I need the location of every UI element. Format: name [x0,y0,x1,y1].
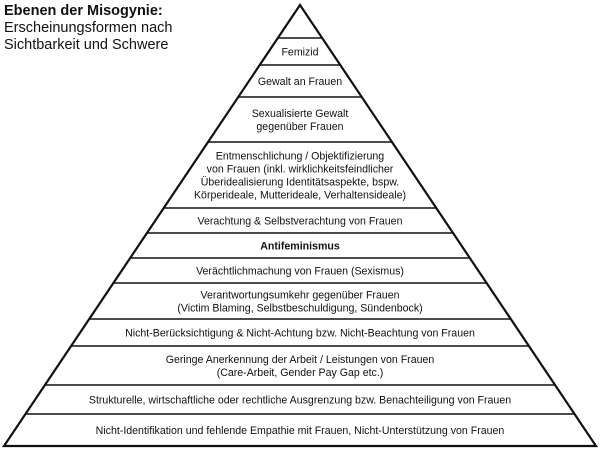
pyramid-level-2: Gewalt an Frauen [258,76,342,88]
pyramid-level-5: Verachtung & Selbstverachtung von Frauen [198,215,403,227]
diagram-subtitle: Erscheinungsformen nach Sichtbarkeit und… [4,20,173,53]
pyramid-level-9: Nicht-Berücksichtigung & Nicht-Achtung b… [125,327,475,339]
pyramid-level-line: Körperideale, Mutterideale, Verhaltensid… [194,189,406,201]
pyramid-level-11: Strukturelle, wirtschaftliche oder recht… [89,394,511,406]
pyramid-level-line: (Care-Arbeit, Gender Pay Gap etc.) [217,367,384,379]
pyramid-level-10: Geringe Anerkennung der Arbeit / Leistun… [166,354,435,379]
pyramid-level-line: Gewalt an Frauen [258,76,342,88]
pyramid-level-1: Femizid [281,46,318,58]
pyramid-outline [1,3,599,448]
pyramid-level-12: Nicht-Identifikation und fehlende Empath… [96,425,505,437]
pyramid-level-line: Strukturelle, wirtschaftliche oder recht… [89,394,511,406]
pyramid-level-line: (Victim Blaming, Selbstbeschuldigung, Sü… [177,302,422,314]
pyramid-level-line: Verachtung & Selbstverachtung von Frauen [198,215,403,227]
pyramid-level-line: Nicht-Berücksichtigung & Nicht-Achtung b… [125,327,475,339]
pyramid-level-6: Antifeminismus [260,240,340,252]
pyramid-level-line: Verächtlichmachung von Frauen (Sexismus) [196,265,404,277]
pyramid-level-line: Antifeminismus [260,240,340,252]
pyramid-level-line: Überidealisierung Identitätsaspekte, bsp… [201,176,399,188]
pyramid-level-line: von Frauen (inkl. wirklichkeitsfeindlich… [207,163,394,175]
pyramid-level-7: Verächtlichmachung von Frauen (Sexismus) [196,265,404,277]
pyramid-level-line: Nicht-Identifikation und fehlende Empath… [96,425,505,437]
pyramid-level-line: Geringe Anerkennung der Arbeit / Leistun… [166,354,435,366]
pyramid-level-line: Sexualisierte Gewalt [252,108,349,120]
pyramid-level-line: Verantwortungsumkehr gegenüber Frauen [200,289,399,301]
pyramid-level-line: gegenüber Frauen [256,121,343,133]
diagram-title: Ebenen der Misogynie: [4,3,163,19]
pyramid-level-line: Entmenschlichung / Objektifizierung [216,150,385,162]
pyramid-level-line: Femizid [281,46,318,58]
title-block: Ebenen der Misogynie: Erscheinungsformen… [4,3,224,54]
pyramid-level-8: Verantwortungsumkehr gegenüber Frauen(Vi… [177,289,422,314]
